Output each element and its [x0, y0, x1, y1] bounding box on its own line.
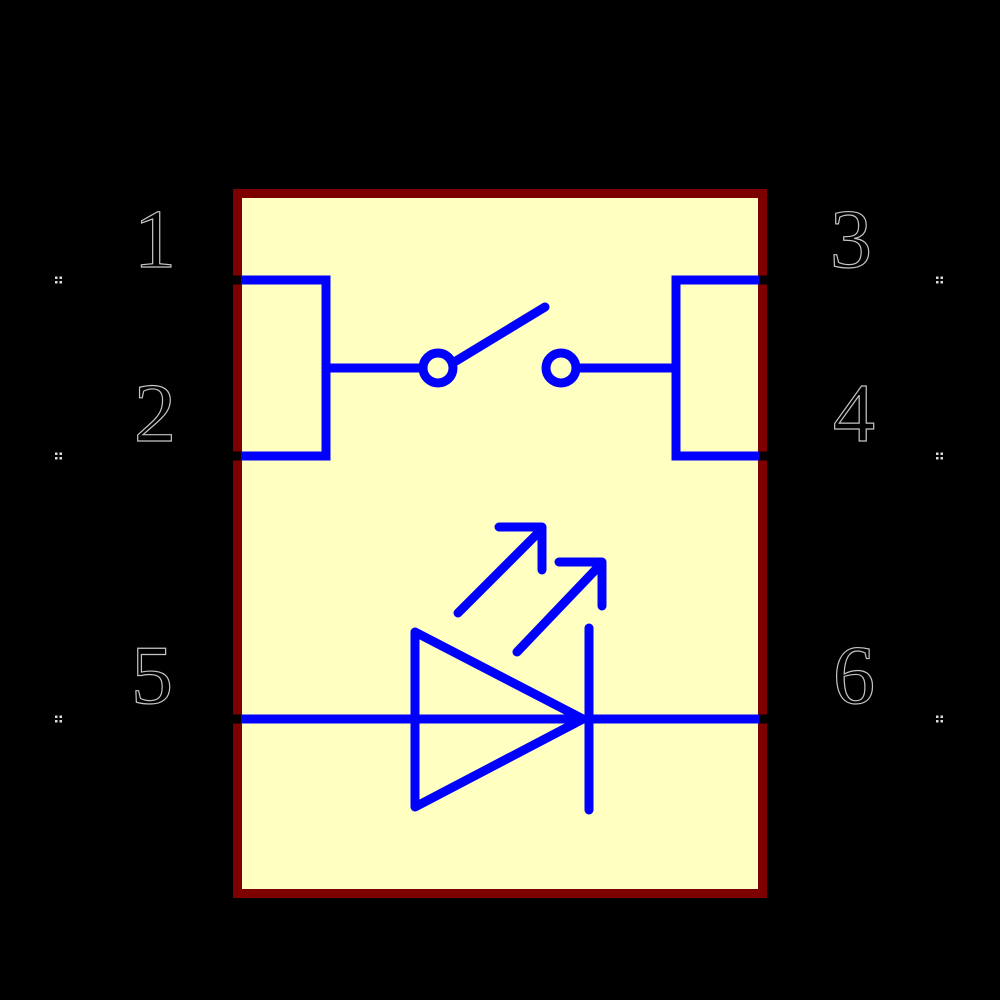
pin-end-dot: [936, 281, 939, 284]
pin-end-dot: [59, 720, 62, 723]
pin-end-dot: [940, 281, 943, 284]
led-element[interactable]: [241, 522, 759, 815]
pin-1-number: 1: [134, 193, 176, 286]
pin-2-end-marker: [55, 452, 62, 460]
pin-2-number: 2: [134, 367, 176, 460]
switch-lever: [451, 302, 550, 366]
pin-end-dot: [940, 276, 943, 279]
pin-end-dot: [936, 720, 939, 723]
pin-end-dot: [59, 281, 62, 284]
pin-2[interactable]: 2: [55, 366, 243, 461]
pin-4-number: 4: [833, 367, 875, 460]
switch-left-contact-circle: [418, 348, 458, 388]
led-light-arrow-1-shaft: [453, 524, 547, 618]
pin-end-dot: [55, 715, 58, 718]
pin-4-end-marker: [936, 452, 943, 460]
pin-1[interactable]: 1: [55, 192, 243, 287]
pin-end-dot: [55, 276, 58, 279]
pin-3-number: 3: [830, 193, 872, 286]
pin-3-end-marker: [936, 276, 943, 284]
pin-end-dot: [55, 281, 58, 284]
pin-6-end-marker: [936, 715, 943, 723]
symbol-body[interactable]: [233, 189, 767, 898]
pin-end-dot: [55, 457, 58, 460]
pin-5-end-marker: [55, 715, 62, 723]
led-light-arrow-2-shaft: [512, 558, 607, 657]
pin-end-dot: [936, 276, 939, 279]
pin-end-dot: [59, 276, 62, 279]
pin-end-dot: [940, 457, 943, 460]
led-light-arrow-1-head: [494, 522, 547, 575]
pin-end-dot: [59, 715, 62, 718]
pin-end-dot: [59, 457, 62, 460]
pin-3[interactable]: 3: [757, 192, 943, 287]
led-light-arrow-2-head: [554, 557, 607, 611]
pin-6-number: 6: [833, 629, 875, 722]
pin-end-dot: [936, 457, 939, 460]
pin-5-number: 5: [131, 629, 173, 722]
pin-5[interactable]: 5: [55, 628, 243, 724]
pin-end-dot: [940, 452, 943, 455]
pin-6[interactable]: 6: [757, 628, 943, 724]
pin-end-dot: [940, 715, 943, 718]
switch-element[interactable]: [241, 275, 759, 461]
pin-end-dot: [55, 452, 58, 455]
pin-end-dot: [936, 715, 939, 718]
led-anode-triangle: [410, 627, 588, 812]
pin-end-dot: [59, 452, 62, 455]
pin-end-dot: [55, 720, 58, 723]
pin-1-end-marker: [55, 276, 62, 284]
pin-end-dot: [940, 720, 943, 723]
pin-end-dot: [936, 452, 939, 455]
switch-right-contact-circle: [541, 348, 581, 388]
pin-4[interactable]: 4: [757, 366, 943, 461]
